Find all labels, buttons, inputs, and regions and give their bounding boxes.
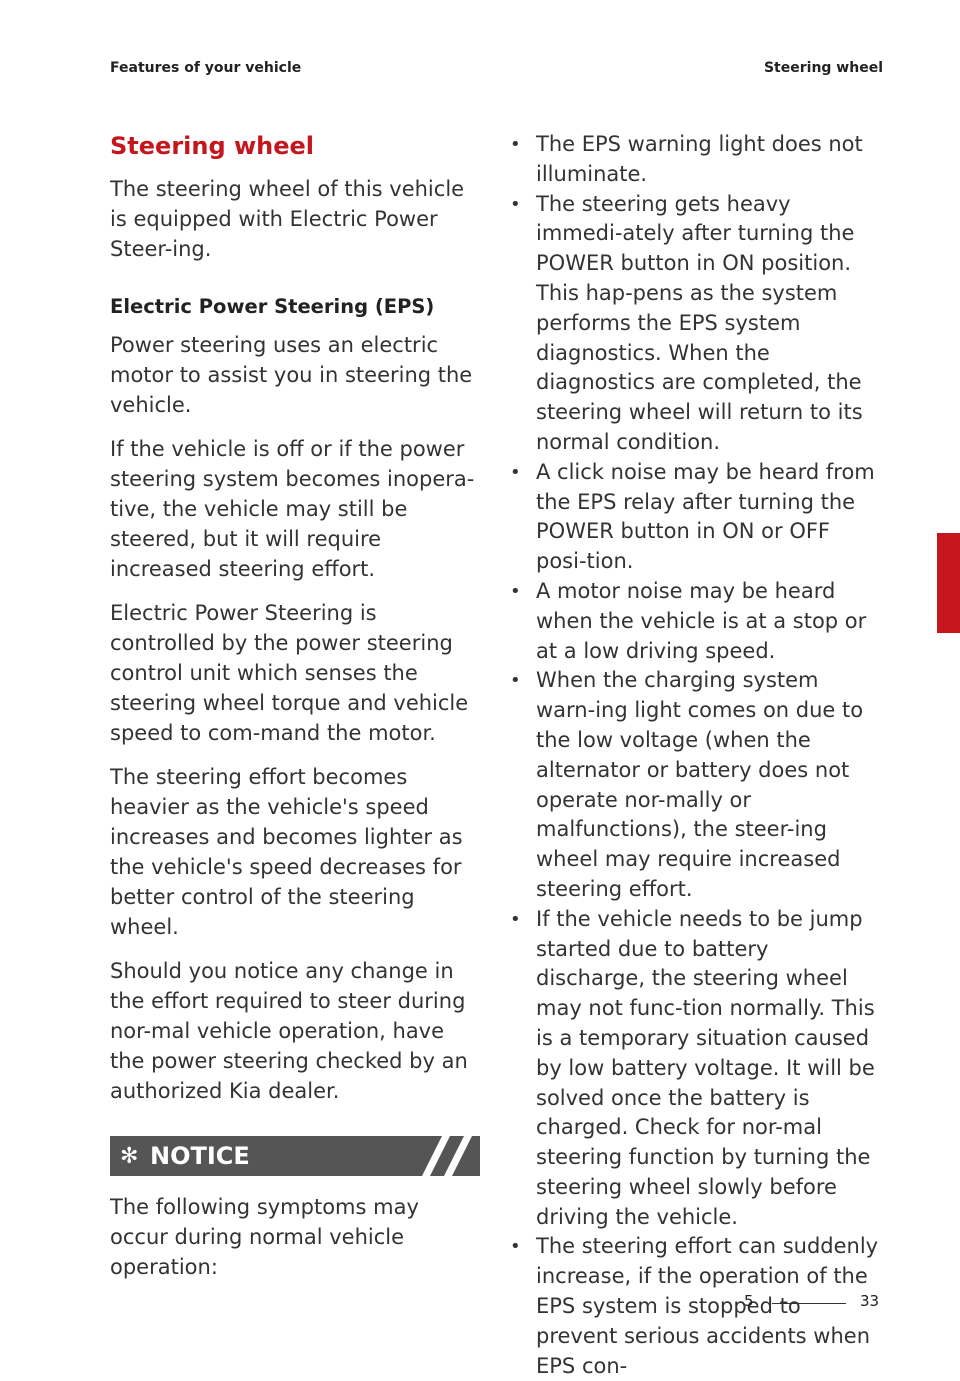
- paragraph: The steering effort becomes heavier as t…: [110, 765, 463, 939]
- paragraph: If the vehicle is off or if the power st…: [110, 437, 475, 581]
- bullet-icon: •: [510, 1236, 521, 1258]
- bullet-icon: •: [510, 461, 521, 483]
- header-topic-title: Steering wheel: [763, 60, 883, 76]
- bullet-icon: •: [510, 670, 521, 692]
- bullet-icon: •: [510, 580, 521, 602]
- list-item: •A motor noise may be heard when the veh…: [510, 578, 867, 663]
- chapter-tab-number: 5: [939, 608, 951, 628]
- header-section-title: Features of your vehicle: [110, 60, 302, 76]
- notice-banner: ✻ NOTICE: [110, 1136, 480, 1176]
- bullet-icon: •: [510, 193, 521, 215]
- left-column: Steering wheel The steering wheel of thi…: [110, 130, 480, 1296]
- footer-chapter-number: 5: [744, 1292, 754, 1310]
- asterisk-icon: ✻: [120, 1143, 139, 1169]
- list-item: •When the charging system warn-ing light…: [510, 668, 864, 901]
- list-item: •A click noise may be heard from the EPS…: [510, 459, 875, 574]
- stripes-decoration: [422, 1136, 472, 1176]
- intro-paragraph: The steering wheel of this vehicle is eq…: [110, 177, 465, 261]
- paragraph: Power steering uses an electric motor to…: [110, 333, 473, 417]
- list-item: •If the vehicle needs to be jump started…: [510, 906, 875, 1229]
- bullet-icon: •: [510, 908, 521, 930]
- footer-divider: [772, 1303, 846, 1304]
- footer-page-number: 33: [860, 1292, 880, 1310]
- notice-label: NOTICE: [150, 1142, 250, 1170]
- list-item: •The steering gets heavy immedi-ately af…: [510, 191, 863, 454]
- section-title: Steering wheel: [110, 132, 315, 160]
- symptom-list: •The EPS warning light does not illumina…: [508, 130, 880, 1381]
- list-item: •The EPS warning light does not illumina…: [510, 132, 863, 186]
- subheading-eps: Electric Power Steering (EPS): [110, 295, 435, 318]
- notice-text: The following symptoms may occur during …: [110, 1195, 419, 1279]
- paragraph: Electric Power Steering is controlled by…: [110, 601, 469, 745]
- bullet-icon: •: [510, 134, 521, 155]
- chapter-tab: [937, 533, 960, 633]
- paragraph: Should you notice any change in the effo…: [110, 959, 468, 1103]
- list-item: •The steering effort can suddenly increa…: [510, 1234, 879, 1378]
- right-column: •The EPS warning light does not illumina…: [508, 130, 880, 1381]
